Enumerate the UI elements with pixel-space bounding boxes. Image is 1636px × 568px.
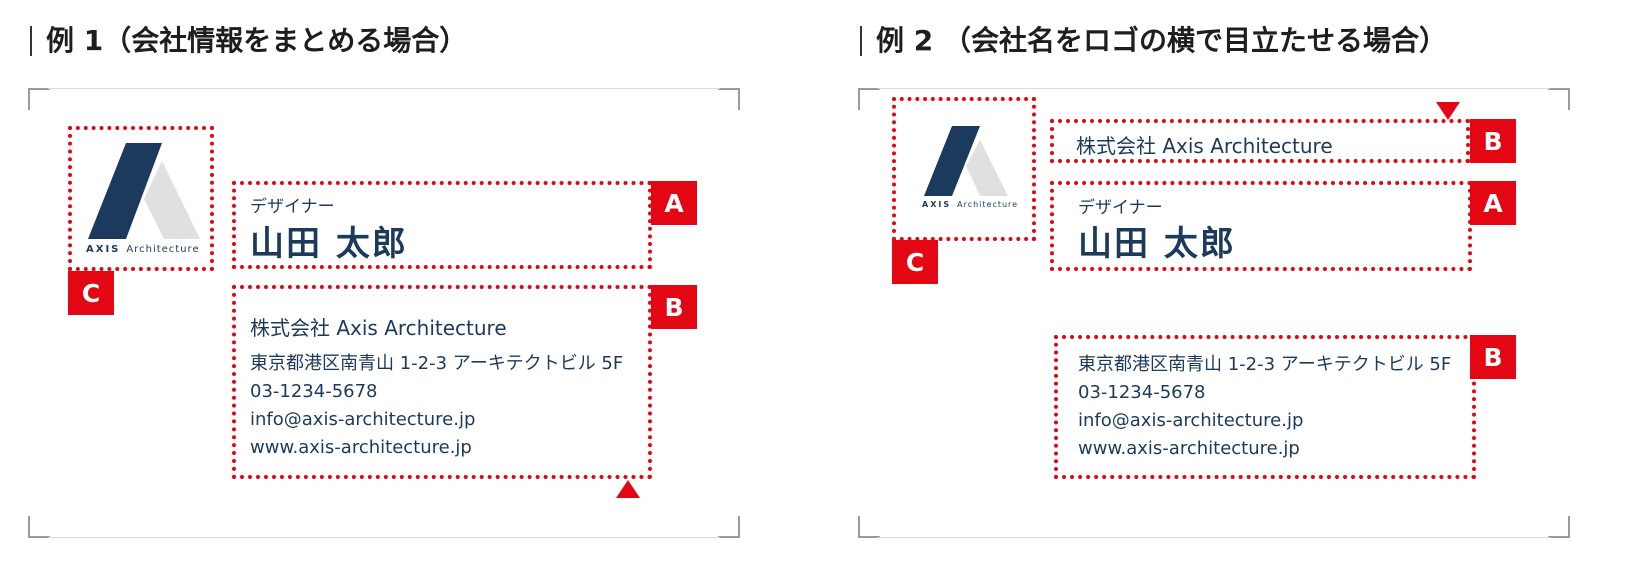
company-name: 株式会社 Axis Architecture bbox=[1076, 134, 1333, 158]
website: www.axis-architecture.jp bbox=[250, 437, 472, 458]
logo-sub: Architecture bbox=[126, 244, 200, 255]
label-b-company: B bbox=[1470, 119, 1516, 163]
label-c: C bbox=[892, 240, 938, 284]
crop-mark bbox=[718, 516, 740, 538]
logo-brand: AXIS bbox=[86, 244, 121, 255]
logo-brand: AXIS bbox=[922, 200, 952, 209]
person-name: 山田 太郎 bbox=[250, 224, 408, 264]
arrow-up-marker bbox=[616, 480, 640, 498]
job-title: デザイナー bbox=[1078, 198, 1163, 218]
label-a: A bbox=[1470, 181, 1516, 225]
logo-wordmark: AXIS Architecture bbox=[86, 244, 200, 255]
phone: 03-1234-5678 bbox=[250, 381, 378, 402]
crop-mark bbox=[28, 516, 50, 538]
label-b-contact: B bbox=[1470, 335, 1516, 379]
example1-title: 例 1（会社情報をまとめる場合） bbox=[30, 26, 467, 56]
label-c: C bbox=[68, 271, 114, 315]
website: www.axis-architecture.jp bbox=[1078, 438, 1300, 459]
email: info@axis-architecture.jp bbox=[1078, 410, 1304, 431]
crop-mark bbox=[1548, 88, 1570, 110]
name-area-box bbox=[232, 181, 652, 269]
crop-mark bbox=[858, 516, 880, 538]
card-edge bbox=[878, 88, 1550, 89]
example2-title: 例 2 （会社名をロゴの横で目立たせる場合） bbox=[860, 26, 1447, 56]
example1-card: AXIS Architecture C A B デザイナー 山田 太郎 株式会社 … bbox=[28, 88, 740, 538]
person-name: 山田 太郎 bbox=[1078, 224, 1236, 264]
label-b: B bbox=[651, 285, 697, 329]
phone: 03-1234-5678 bbox=[1078, 382, 1206, 403]
job-title: デザイナー bbox=[250, 197, 335, 217]
label-a: A bbox=[651, 181, 697, 225]
crop-mark bbox=[28, 88, 50, 110]
card-edge bbox=[48, 88, 720, 89]
logo-area-box bbox=[892, 97, 1036, 241]
logo-sub: Architecture bbox=[957, 200, 1019, 209]
email: info@axis-architecture.jp bbox=[250, 409, 476, 430]
logo-wordmark: AXIS Architecture bbox=[922, 200, 1018, 209]
axis-logo-icon bbox=[88, 143, 200, 239]
company-name: 株式会社 Axis Architecture bbox=[250, 316, 507, 340]
contact-info-box bbox=[1054, 335, 1476, 479]
card-edge bbox=[878, 537, 1550, 538]
address: 東京都港区南青山 1-2-3 アーキテクトビル 5F bbox=[250, 353, 624, 374]
company-name-box bbox=[1050, 119, 1470, 163]
crop-mark bbox=[858, 88, 880, 110]
example2-card: AXIS Architecture C B A B 株式会社 Axis Archi… bbox=[858, 88, 1570, 538]
company-info-box bbox=[232, 285, 652, 479]
crop-mark bbox=[1548, 516, 1570, 538]
logo-area-box bbox=[68, 126, 214, 271]
crop-mark bbox=[718, 88, 740, 110]
card-edge bbox=[48, 537, 720, 538]
address: 東京都港区南青山 1-2-3 アーキテクトビル 5F bbox=[1078, 354, 1452, 375]
arrow-down-marker bbox=[1436, 102, 1460, 120]
axis-logo-icon bbox=[924, 126, 1008, 196]
name-area-box bbox=[1050, 181, 1472, 271]
